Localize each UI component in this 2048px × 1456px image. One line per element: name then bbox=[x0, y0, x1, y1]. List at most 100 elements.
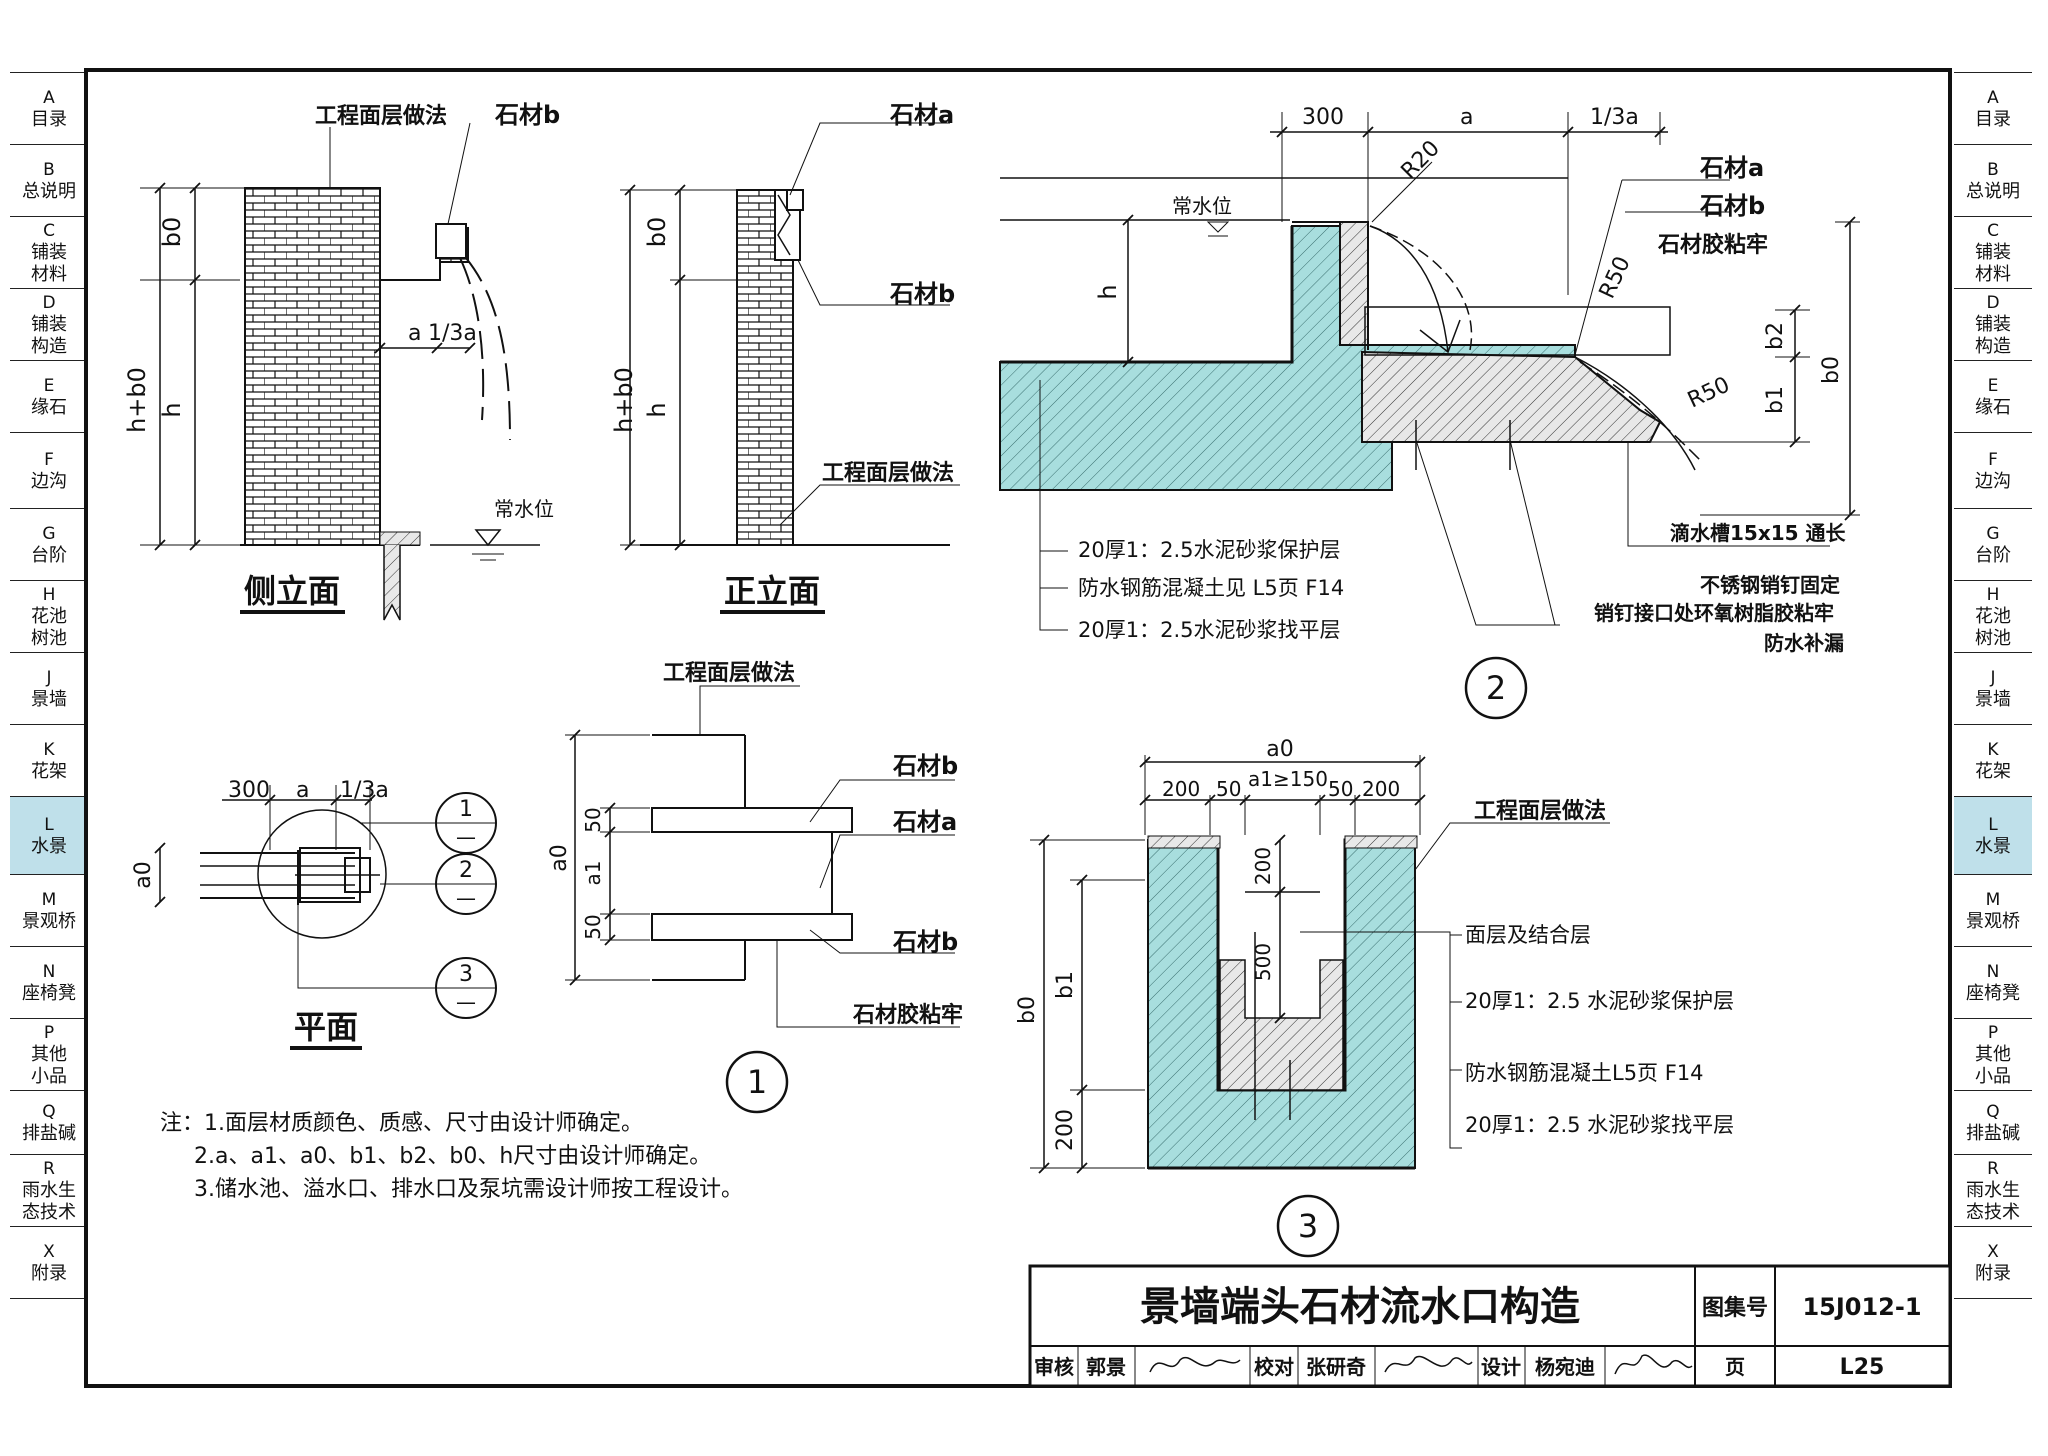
dim-b1: b1 bbox=[1053, 971, 1078, 999]
sidebar-tab-letter: A bbox=[43, 87, 55, 108]
dim-b0: b0 bbox=[1819, 356, 1844, 384]
sidebar-tab-label: 雨水生 bbox=[22, 1179, 76, 1201]
dim-a: a bbox=[1460, 105, 1473, 130]
detail-1-number: 1 bbox=[747, 1063, 767, 1101]
page-value: L25 bbox=[1840, 1355, 1885, 1380]
check-label: 校对 bbox=[1254, 1355, 1294, 1379]
dim-b0: b0 bbox=[643, 217, 671, 248]
detail-2-number: 2 bbox=[1486, 669, 1506, 707]
front-elevation-title: 正立面 bbox=[724, 572, 820, 610]
sidebar-tab-label: 雨水生 bbox=[1966, 1179, 2020, 1201]
sidebar-tab-letter: P bbox=[1987, 1022, 1999, 1043]
sidebar-tab-letter: G bbox=[42, 523, 56, 544]
sidebar-tab-letter: H bbox=[42, 584, 56, 605]
label-finish: 工程面层做法 bbox=[663, 660, 795, 686]
sidebar-tab-letter: L bbox=[1988, 814, 1998, 835]
sidebar-tab-letter: Q bbox=[42, 1101, 56, 1122]
check-signature bbox=[1384, 1355, 1473, 1373]
svg-text:—: — bbox=[456, 990, 476, 1014]
plan-view: 300 a 1/3a a0 1 — 2 — 3 — 平面 bbox=[131, 778, 497, 1050]
sidebar-tab-label: 树池 bbox=[1975, 627, 2011, 649]
label-stone-b: 石材b bbox=[1699, 192, 1765, 220]
sidebar-tab-letter: K bbox=[43, 739, 55, 760]
sidebar-tab-label: 花架 bbox=[31, 760, 67, 782]
callout-2-number: 2 bbox=[459, 858, 473, 883]
dim-50-top: 50 bbox=[581, 807, 605, 832]
stone-b-bottom bbox=[651, 913, 853, 941]
sidebar-tab-letter: D bbox=[1986, 292, 2000, 313]
check-name: 张研奇 bbox=[1306, 1355, 1366, 1379]
dim-a0: a0 bbox=[131, 861, 156, 888]
sidebar-tab-label: 边沟 bbox=[1975, 470, 2011, 492]
note-3: 3.储水池、溢水口、排水口及泵坑需设计师按工程设计。 bbox=[194, 1177, 743, 1202]
design-label: 设计 bbox=[1481, 1355, 1521, 1379]
sidebar-tab-letter: F bbox=[44, 449, 54, 470]
dim-50-right: 50 bbox=[1328, 777, 1353, 801]
sheet-frame bbox=[84, 68, 1952, 1388]
dim-a0: a0 bbox=[547, 844, 572, 871]
notes: 注：1.面层材质颜色、质感、尺寸由设计师确定。 2.a、a1、a0、b1、b2、… bbox=[160, 1111, 743, 1202]
dim-h-b0: h+b0 bbox=[123, 367, 151, 433]
design-signature bbox=[1614, 1354, 1693, 1375]
sidebar-tab-label: 树池 bbox=[31, 627, 67, 649]
dim-h: h bbox=[158, 402, 186, 417]
note-2: 2.a、a1、a0、b1、b2、b0、h尺寸由设计师确定。 bbox=[194, 1144, 711, 1169]
sidebar-tab-label: 铺装 bbox=[1975, 241, 2011, 263]
sidebar-tab-letter: R bbox=[1987, 1158, 1999, 1179]
label-water-level: 常水位 bbox=[1172, 194, 1232, 218]
sidebar-tab-label: 附录 bbox=[1975, 1262, 2011, 1284]
sidebar-tab-label: 态技术 bbox=[22, 1201, 76, 1223]
sidebar-tab-label: 铺装 bbox=[1975, 313, 2011, 335]
label-nail: 不锈钢销钉固定 bbox=[1700, 573, 1840, 597]
sidebar-tab-label: 其他 bbox=[1975, 1043, 2011, 1065]
dim-b0: b0 bbox=[1015, 996, 1040, 1024]
sidebar-tab-letter: A bbox=[1987, 87, 1999, 108]
dim-b2: b2 bbox=[1763, 322, 1788, 350]
sidebar-tab-label: 缘石 bbox=[31, 396, 67, 418]
dim-200-bottom: 200 bbox=[1053, 1109, 1078, 1151]
atlas-label: 图集号 bbox=[1702, 1295, 1768, 1321]
design-name: 杨宛迪 bbox=[1535, 1355, 1595, 1379]
detail-3-marker bbox=[1276, 1194, 1340, 1258]
sidebar-tab-label: 缘石 bbox=[1975, 396, 2011, 418]
sidebar-tab-label: 排盐碱 bbox=[1966, 1122, 2020, 1144]
svg-text:—: — bbox=[456, 886, 476, 910]
sidebar-tab-label: 小品 bbox=[1975, 1065, 2011, 1087]
sidebar-tab-letter: G bbox=[1986, 523, 2000, 544]
sidebar-tab-label: 花架 bbox=[1975, 760, 2011, 782]
